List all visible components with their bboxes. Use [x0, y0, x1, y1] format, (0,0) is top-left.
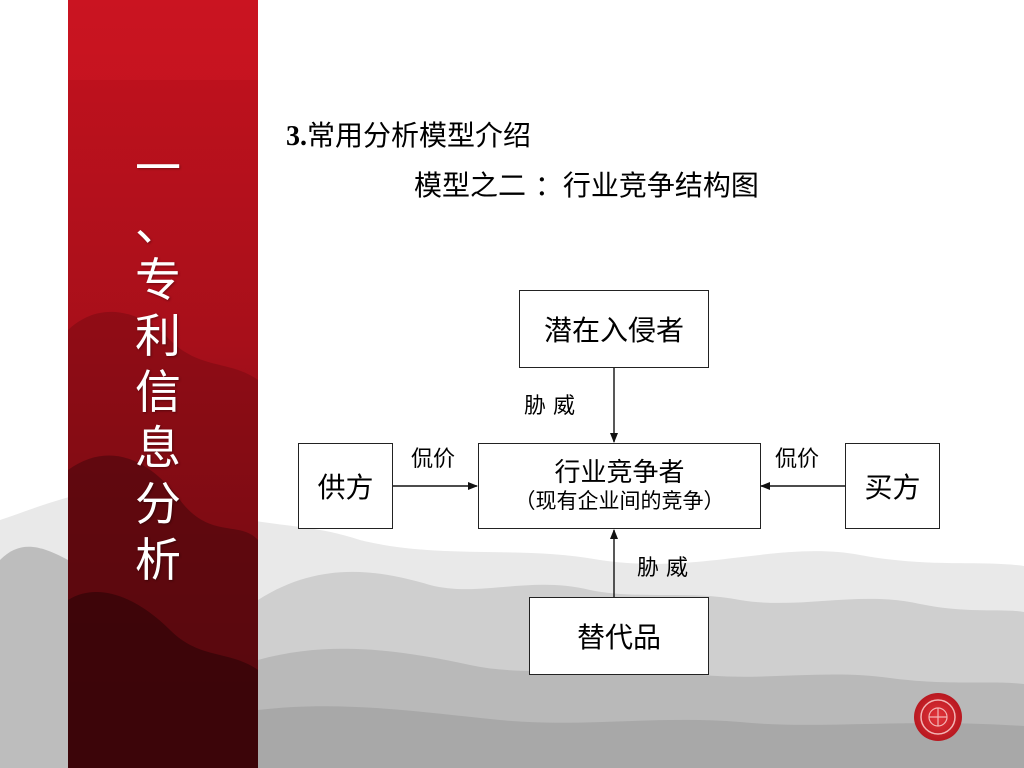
industry-competitors-sublabel: （现有企业间的竞争）: [514, 489, 725, 513]
right-bargaining-label: 侃价: [775, 447, 820, 472]
supplier-label: 供方: [317, 471, 374, 504]
section-title-char: 利: [135, 309, 181, 363]
left-bargaining-label: 侃价: [411, 447, 456, 472]
section-title-char: 、: [135, 197, 181, 251]
potential-entrants-box: 潜在入侵者: [519, 290, 709, 368]
industry-competitors-label: 行业竞争者: [554, 458, 685, 488]
section-title-char: 析: [135, 533, 181, 587]
industry-competitors-box: 行业竞争者 （现有企业间的竞争）: [478, 443, 761, 529]
section-title-char: 专: [135, 253, 181, 307]
section-title-char: 息: [135, 421, 181, 475]
potential-entrants-label: 潜在入侵者: [543, 314, 684, 347]
buyer-label: 买方: [864, 471, 921, 504]
substitutes-box: 替代品: [529, 597, 709, 675]
slide-heading: 3.常用分析模型介绍: [286, 118, 531, 155]
top-threat-label: 胁 威: [524, 394, 575, 419]
bottom-threat-label: 胁 威: [637, 556, 688, 581]
section-title-vertical: 一 、 专 利 信 息 分 析: [128, 140, 188, 588]
red-sidebar: [68, 0, 258, 768]
section-title-char: 分: [135, 477, 181, 531]
slide-subheading: 模型之二 ：行业竞争结构图: [414, 169, 759, 202]
seal-stamp: [914, 693, 962, 741]
supplier-box: 供方: [298, 443, 393, 529]
substitutes-label: 替代品: [576, 621, 661, 654]
section-title-char: 信: [135, 365, 181, 419]
heading-number: 3.: [286, 121, 307, 152]
heading-text: 常用分析模型介绍: [307, 119, 532, 152]
section-title-char: 一: [135, 141, 181, 195]
buyer-box: 买方: [845, 443, 940, 529]
